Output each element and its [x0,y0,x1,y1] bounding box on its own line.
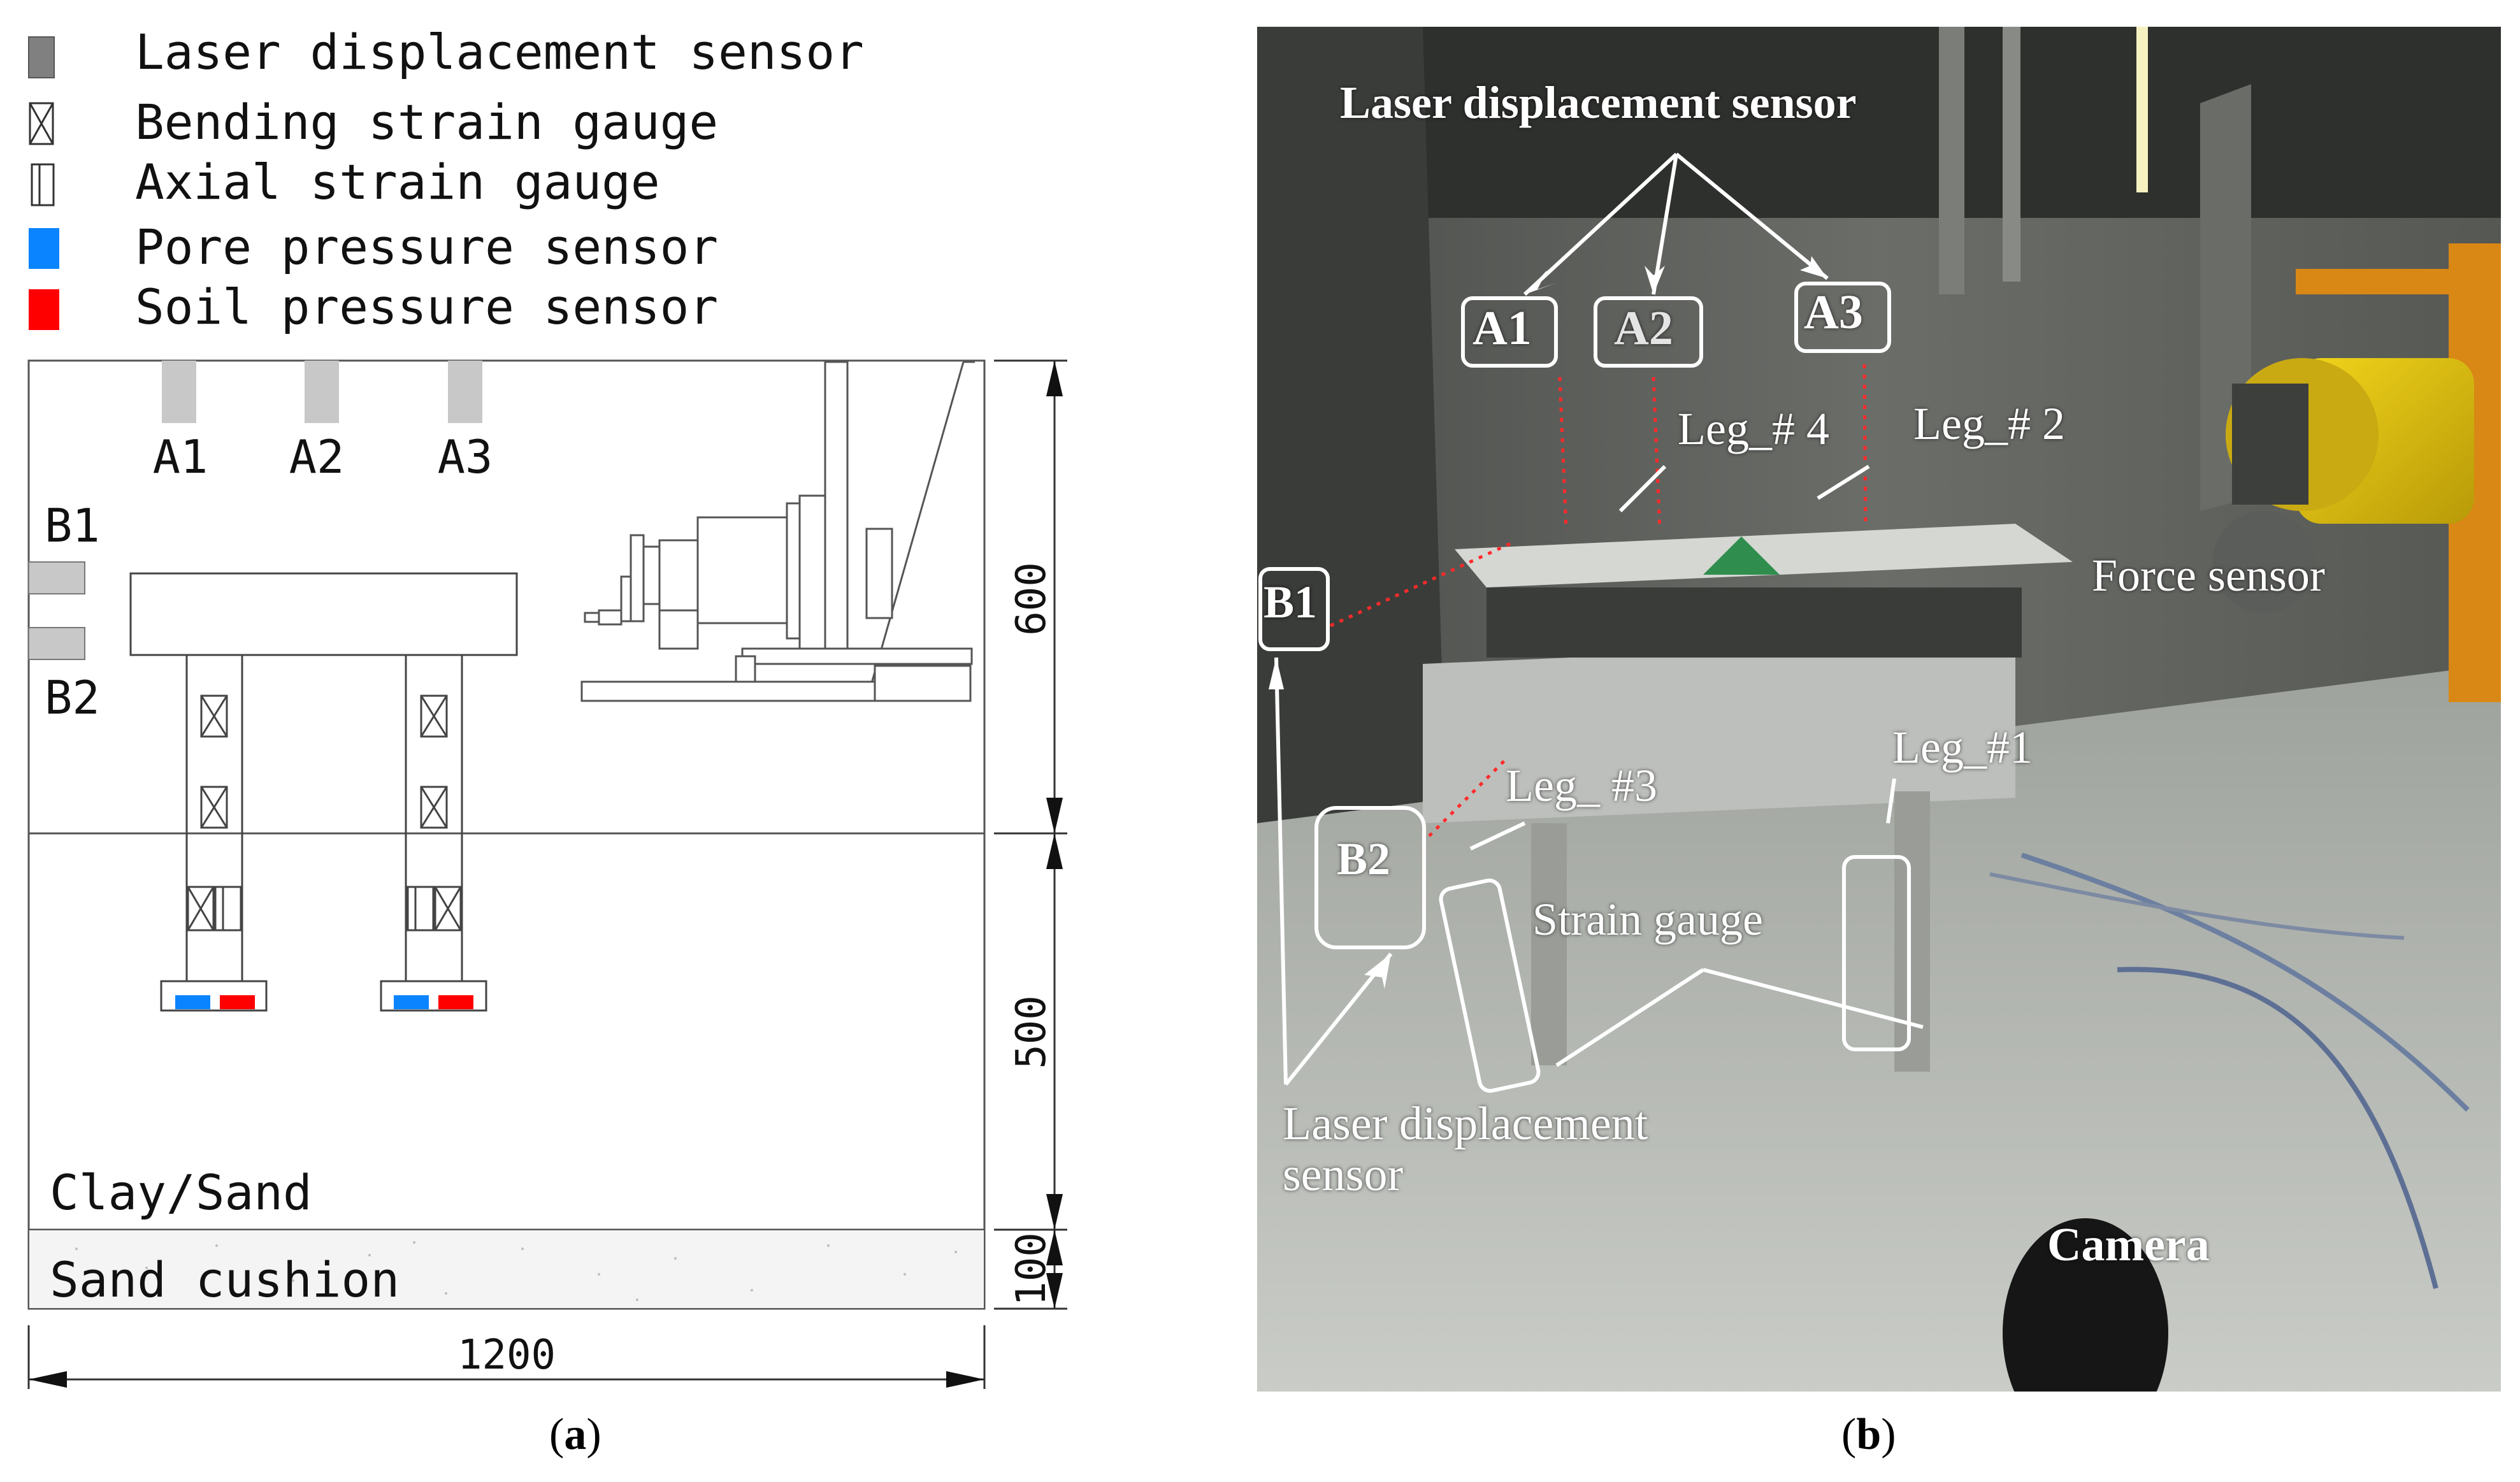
legend-bending-swatch [29,102,54,145]
photo-label-b1: B1 [1264,577,1318,628]
loading-actuator [580,361,975,702]
legend-label-soil: Soil pressure sensor [135,278,718,335]
photo-label-leg1: Leg_#1 [1892,722,2033,773]
platform-hull [129,572,518,656]
box-strain-right [1842,855,1911,1051]
photo-label-camera: Camera [2047,1219,2210,1271]
legend-axial-swatch [31,163,55,206]
leg-left [185,655,243,984]
photo-label-laser-bottom-1: Laser displacement [1283,1098,1648,1150]
tank [27,359,986,1310]
label-a3: A3 [438,430,493,484]
legend-label-bending: Bending strain gauge [135,94,718,150]
legend-label-axial: Axial strain gauge [135,154,660,210]
caption-a: (a) [549,1410,601,1459]
label-a2: A2 [289,430,345,484]
legend-soil-swatch [29,289,59,330]
soil-sensor-right [438,995,473,1009]
box-b1 [1258,567,1330,651]
label-a1: A1 [153,430,208,484]
photo-label-force: Force sensor [2092,550,2325,601]
label-b1: B1 [45,499,100,552]
box-a3 [1794,282,1891,353]
caption-b: (b) [1841,1410,1896,1459]
sensor-a3 [448,361,482,423]
panel-a-schematic: Laser displacement sensor Bending strain… [27,24,1067,1389]
leg-right [405,655,463,984]
laser-dotted-lines [1329,364,1868,837]
layer-sand-cushion: Sand cushion [50,1251,400,1308]
dimension-arrows [29,361,1063,1388]
photo-label-b2: B2 [1337,833,1391,884]
photo-label-laser-top: Laser displacement sensor [1340,77,1857,128]
pore-sensor-left [175,995,210,1009]
legend-laser-swatch [28,36,55,78]
photo-label-leg4: Leg_# 4 [1678,403,1829,454]
pore-sensor-right [394,995,429,1009]
footing-right [380,980,487,1012]
sensor-a2 [305,361,339,423]
dim-500: 500 [1008,995,1055,1069]
dim-100: 100 [1008,1232,1055,1306]
legend: Laser displacement sensor Bending strain… [28,24,864,335]
photo-label-strain: Strain gauge [1532,894,1763,945]
dim-1200: 1200 [457,1332,556,1379]
photo-label-a3: A3 [1804,285,1863,339]
box-a1 [1461,296,1558,368]
dim-600: 600 [1008,562,1055,636]
legend-label-pore: Pore pressure sensor [135,219,718,275]
photo-label-laser-bottom-2: sensor [1283,1149,1404,1201]
panel-b-photo: Laser displacement sensor A1 A2 A3 Leg_#… [1257,27,2501,1392]
soil-sensor-left [220,995,255,1009]
sand-cushion-fill [29,1230,984,1308]
legend-label-laser: Laser displacement sensor [135,24,864,80]
photo-label-a1: A1 [1472,301,1532,355]
pointer-arrows [1269,256,1827,989]
box-b2 [1314,806,1426,949]
sand-texture [75,1241,957,1301]
photo-label-leg2: Leg_# 2 [1913,398,2065,449]
sensor-b2 [28,627,85,660]
label-b2: B2 [45,671,100,724]
photo-label-a2: A2 [1614,301,1673,355]
sensor-b1 [28,561,85,594]
layer-clay-sand: Clay/Sand [50,1164,312,1221]
box-a2 [1594,296,1703,368]
footing-left [160,980,268,1012]
pointer-lines [1274,152,1924,1086]
photo-scene [1257,27,2501,1392]
legend-pore-swatch [29,228,59,269]
sensor-a1 [162,361,196,423]
photo-label-leg3: Leg_ #3 [1506,760,1657,811]
